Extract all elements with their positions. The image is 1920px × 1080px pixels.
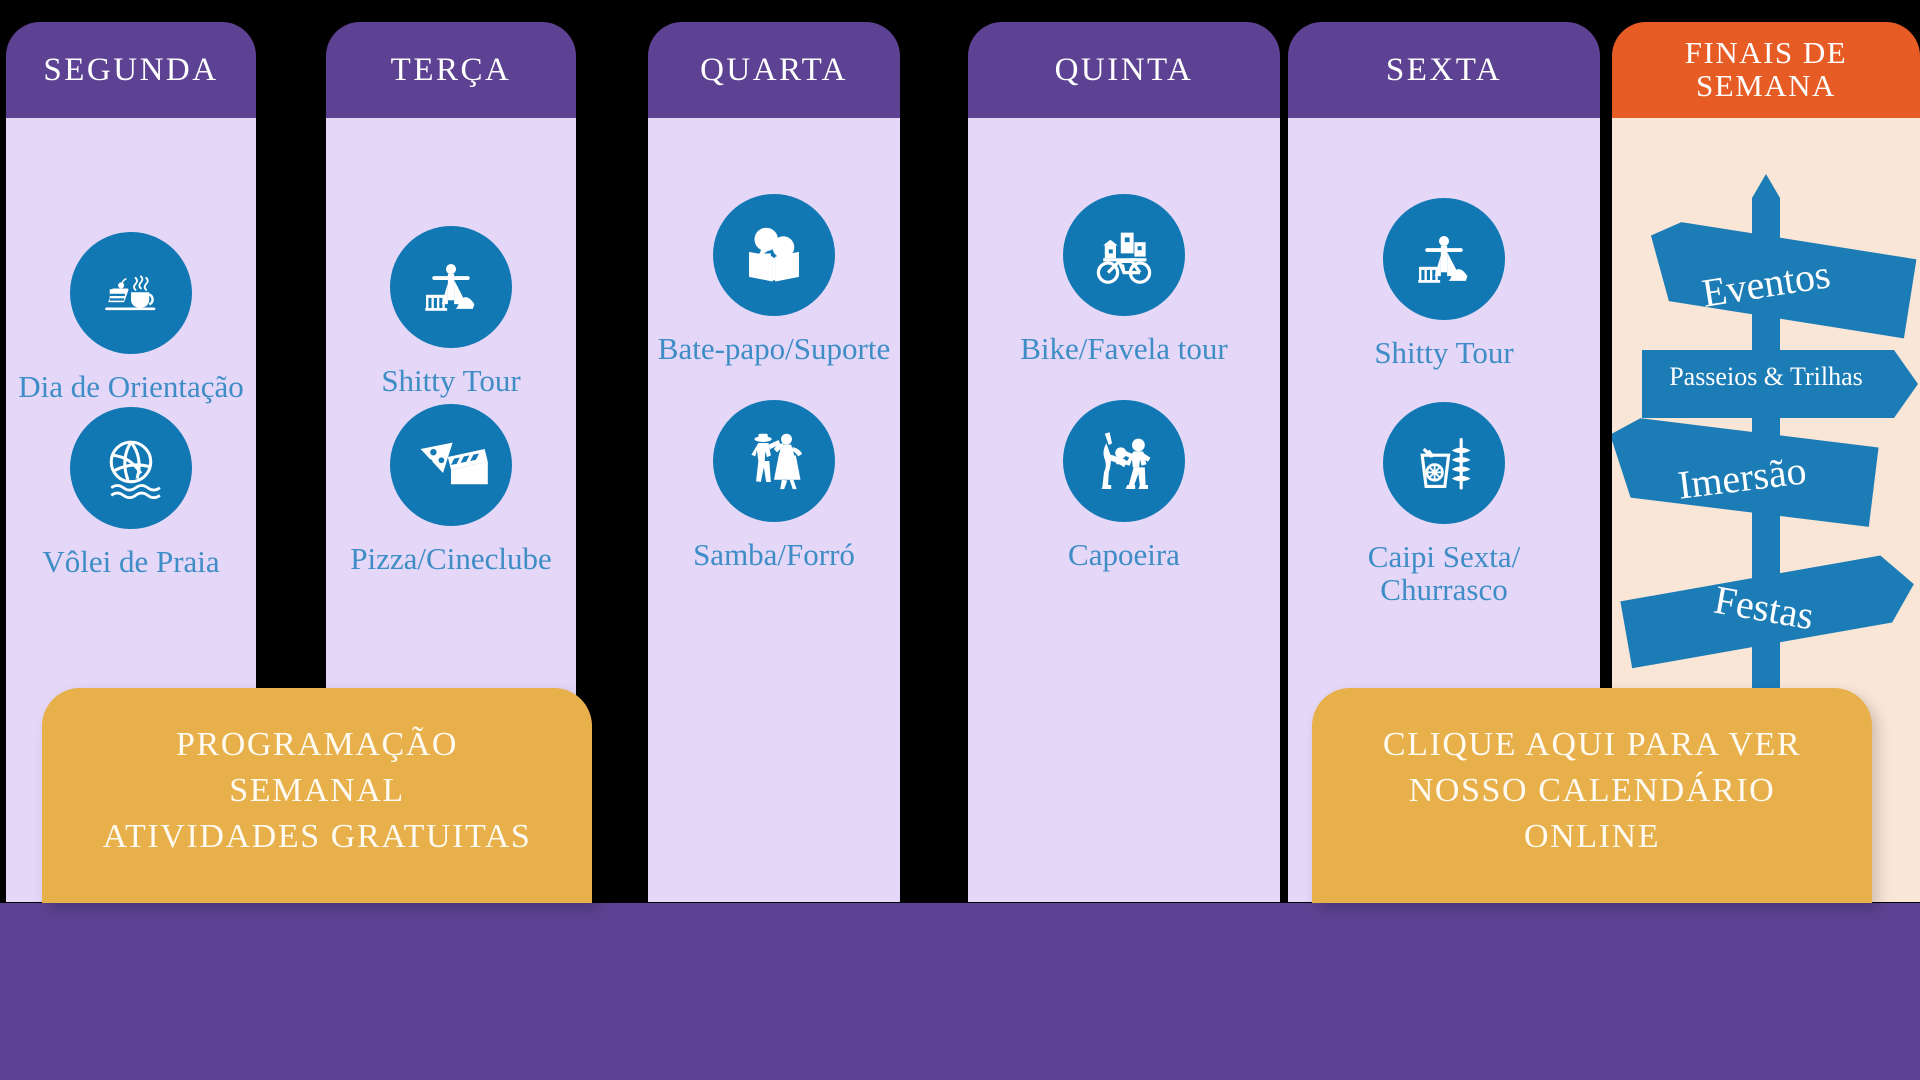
activity-label: Bike/Favela tour (1020, 331, 1228, 366)
programacao-semanal-button[interactable]: PROGRAMAÇÃO SEMANAL ATIVIDADES GRATUITAS (42, 688, 592, 903)
activity-item[interactable]: Bate-papo/Suporte (648, 194, 900, 365)
christ-redeemer-icon (390, 226, 512, 348)
activity-item[interactable]: Bike/Favela tour (968, 194, 1280, 365)
activity-item[interactable]: Pizza/Cineclube (326, 404, 576, 575)
activity-item[interactable]: Vôlei de Praia (6, 407, 256, 578)
day-body-quarta: Bate-papo/Suporte (648, 118, 900, 902)
activity-label: Vôlei de Praia (42, 544, 220, 579)
pizza-clapperboard-icon (390, 404, 512, 526)
activity-label: Shitty Tour (381, 363, 521, 398)
activity-item[interactable]: Caipi Sexta/ Churrasco (1288, 402, 1600, 606)
day-header-quarta: QUARTA (648, 22, 900, 118)
bike-favela-icon (1063, 194, 1185, 316)
day-header-finais-de-semana: FINAIS DE SEMANA (1612, 22, 1920, 118)
day-body-quinta: Bike/Favela tour (968, 118, 1280, 902)
activity-label: Bate-papo/Suporte (657, 331, 891, 366)
activity-item[interactable]: Samba/Forró (648, 400, 900, 571)
activity-label: Dia de Orientação (18, 369, 244, 404)
calendario-online-button[interactable]: CLIQUE AQUI PARA VER NOSSO CALENDÁRIO ON… (1312, 688, 1872, 903)
activity-label: Shitty Tour (1374, 335, 1514, 370)
day-column-quinta[interactable]: QUINTA (968, 22, 1280, 902)
activity-label: Caipi Sexta/ Churrasco (1367, 539, 1521, 608)
day-header-sexta: SEXTA (1288, 22, 1600, 118)
activity-label: Capoeira (1068, 537, 1180, 572)
cake-coffee-icon (70, 232, 192, 354)
volleyball-waves-icon (70, 407, 192, 529)
day-header-quinta: QUINTA (968, 22, 1280, 118)
day-header-terca: TERÇA (326, 22, 576, 118)
caipirinha-skewer-icon (1383, 402, 1505, 524)
activity-item[interactable]: Shitty Tour (326, 226, 576, 397)
christ-redeemer-icon (1383, 198, 1505, 320)
capoeira-icon (1063, 400, 1185, 522)
activity-item[interactable]: Dia de Orientação (6, 232, 256, 403)
day-column-quarta[interactable]: QUARTA Bate-papo/Supor (648, 22, 900, 902)
activity-label: Pizza/Cineclube (350, 541, 552, 576)
activity-label: Samba/Forró (693, 537, 855, 572)
dancing-couple-icon (713, 400, 835, 522)
bottom-purple-band (0, 903, 1920, 1080)
book-speech-bubbles-icon (713, 194, 835, 316)
activity-item[interactable]: Shitty Tour (1288, 198, 1600, 369)
day-header-segunda: SEGUNDA (6, 22, 256, 118)
activity-item[interactable]: Capoeira (968, 400, 1280, 571)
